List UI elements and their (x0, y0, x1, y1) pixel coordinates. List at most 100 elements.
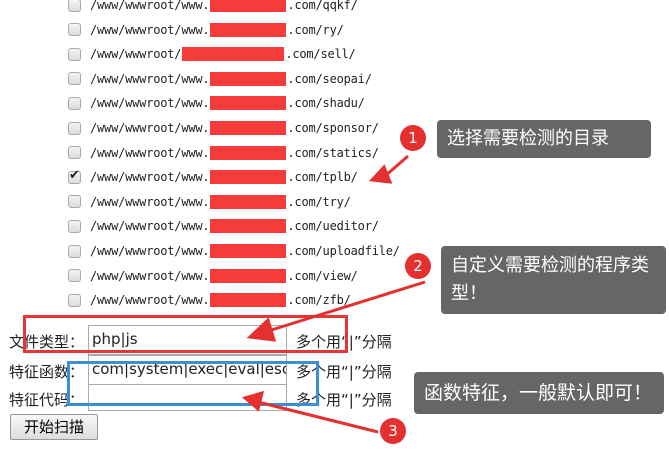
redaction-mask (210, 268, 287, 283)
directory-path: /www/wwwroot/www. .com/statics/ (90, 146, 379, 160)
code-hint: 多个用“|”分隔 (296, 391, 392, 409)
path-prefix: /www/wwwroot/www. (90, 71, 210, 86)
path-suffix: .com/ry/ (287, 22, 344, 37)
path-prefix: /www/wwwroot/www. (90, 244, 210, 258)
annotation-3-tooltip: 函数特征，一般默认即可！ (414, 372, 664, 414)
path-prefix: /www/wwwroot/www. (90, 121, 210, 135)
path-prefix: /www/wwwroot/www. (90, 145, 210, 160)
directory-row[interactable]: /www/wwwroot/ .com/sell/ (68, 44, 356, 64)
path-suffix: .com/tplb/ (287, 170, 358, 185)
directory-path: /www/wwwroot/www. .com/seopai/ (90, 72, 372, 86)
directory-path: /www/wwwroot/www. .com/tplb/ (90, 170, 358, 184)
file-type-input[interactable]: php|js (88, 325, 287, 355)
directory-checkbox[interactable] (68, 23, 81, 37)
directory-checkbox[interactable] (68, 96, 81, 110)
redaction-mask (210, 194, 287, 209)
annotation-3-badge: 3 (380, 418, 406, 444)
annotation-2-tooltip: 自定义需要检测的程序类型！ (441, 246, 666, 314)
directory-row[interactable]: /www/wwwroot/www. .com/shadu/ (68, 93, 365, 113)
path-prefix: /www/wwwroot/www. (90, 22, 210, 37)
directory-path: /www/wwwroot/www. .com/qqkf/ (90, 0, 358, 12)
path-prefix: /www/wwwroot/www. (90, 268, 210, 283)
directory-row[interactable]: /www/wwwroot/www. .com/try/ (68, 192, 351, 212)
file-type-hint: 多个用“|”分隔 (296, 333, 392, 351)
redaction-mask (182, 47, 285, 62)
directory-checkbox[interactable] (68, 293, 81, 307)
directory-row[interactable]: /www/wwwroot/www. .com/view/ (68, 266, 358, 286)
path-suffix: .com/qqkf/ (287, 0, 358, 12)
func-label: 特征函数： (9, 363, 85, 381)
directory-row[interactable]: /www/wwwroot/www. .com/sponsor/ (68, 118, 379, 138)
path-suffix: .com/shadu/ (287, 96, 365, 111)
redaction-mask (210, 219, 287, 234)
directory-path: /www/wwwroot/www. .com/try/ (90, 195, 351, 209)
redaction-mask (210, 145, 287, 160)
file-type-label: 文件类型： (9, 333, 85, 351)
redaction-mask (210, 121, 287, 135)
directory-row[interactable]: /www/wwwroot/www. .com/zfb/ (68, 290, 351, 310)
arrow-3-head (241, 390, 265, 412)
annotation-1-badge: 1 (400, 125, 426, 151)
start-scan-button[interactable]: 开始扫描 (10, 414, 98, 440)
path-suffix: .com/sponsor/ (287, 121, 379, 135)
redaction-mask (210, 96, 287, 111)
directory-checkbox[interactable] (68, 121, 81, 135)
redaction-mask (210, 0, 287, 12)
arrow-3 (257, 400, 379, 434)
directory-checkbox[interactable] (68, 244, 81, 258)
path-suffix: .com/zfb/ (287, 293, 351, 308)
directory-row[interactable]: /www/wwwroot/www. .com/uploadfile/ (68, 241, 400, 261)
arrow-1-head (368, 164, 393, 184)
directory-checkbox[interactable] (68, 269, 81, 283)
path-suffix: .com/try/ (287, 194, 351, 209)
path-suffix: .com/statics/ (287, 145, 379, 160)
directory-checkbox[interactable] (68, 0, 81, 12)
directory-path: /www/wwwroot/ .com/sell/ (90, 47, 356, 61)
directory-row[interactable]: /www/wwwroot/www. .com/statics/ (68, 143, 379, 163)
directory-checkbox[interactable] (68, 47, 81, 61)
func-highlight (67, 361, 319, 406)
redaction-mask (210, 244, 287, 258)
directory-path: /www/wwwroot/www. .com/uploadfile/ (90, 244, 400, 258)
path-suffix: .com/sell/ (285, 47, 356, 62)
path-prefix: /www/wwwroot/www. (90, 170, 210, 185)
redaction-mask (210, 293, 287, 308)
redaction-mask (210, 22, 287, 37)
annotation-1-tooltip: 选择需要检测的目录 (437, 120, 651, 158)
code-label: 特征代码： (9, 391, 85, 409)
directory-row[interactable]: /www/wwwroot/www. .com/tplb/ (68, 167, 358, 187)
directory-row[interactable]: /www/wwwroot/www. .com/seopai/ (68, 69, 372, 89)
directory-path: /www/wwwroot/www. .com/view/ (90, 269, 358, 283)
directory-path: /www/wwwroot/www. .com/zfb/ (90, 293, 351, 307)
directory-path: /www/wwwroot/www. .com/ueditor/ (90, 219, 379, 233)
arrow-2 (264, 280, 426, 334)
directory-row[interactable]: /www/wwwroot/www. .com/ry/ (68, 20, 344, 40)
directory-checkbox[interactable] (68, 168, 81, 184)
directory-checkbox[interactable] (68, 72, 81, 86)
directory-row[interactable]: /www/wwwroot/www. .com/qqkf/ (68, 0, 358, 15)
annotation-2-badge: 2 (405, 253, 431, 279)
path-prefix: /www/wwwroot/www. (90, 293, 210, 308)
directory-path: /www/wwwroot/www. .com/sponsor/ (90, 121, 379, 135)
path-suffix: .com/ueditor/ (287, 219, 379, 234)
directory-checkbox[interactable] (68, 219, 81, 233)
path-prefix: /www/wwwroot/www. (90, 0, 210, 12)
path-suffix: .com/uploadfile/ (287, 244, 400, 258)
func-hint: 多个用“|”分隔 (296, 363, 392, 381)
redaction-mask (210, 170, 287, 185)
directory-row[interactable]: /www/wwwroot/www. .com/ueditor/ (68, 216, 379, 236)
path-suffix: .com/seopai/ (287, 71, 372, 86)
code-input[interactable] (88, 384, 287, 411)
path-prefix: /www/wwwroot/www. (90, 194, 210, 209)
path-prefix: /www/wwwroot/ (90, 47, 182, 62)
file-type-highlight (23, 315, 348, 353)
path-prefix: /www/wwwroot/www. (90, 96, 210, 111)
arrow-2-head (246, 317, 277, 342)
directory-checkbox[interactable] (68, 146, 81, 160)
directory-checkbox[interactable] (68, 195, 81, 209)
directory-path: /www/wwwroot/www. .com/shadu/ (90, 96, 365, 110)
path-prefix: /www/wwwroot/www. (90, 219, 210, 234)
directory-path: /www/wwwroot/www. .com/ry/ (90, 23, 344, 37)
path-suffix: .com/view/ (287, 268, 358, 283)
